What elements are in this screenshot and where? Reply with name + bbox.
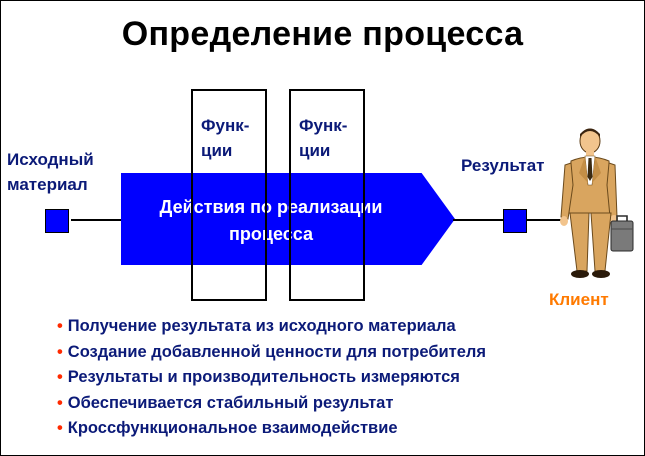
- input-connector-line: [71, 219, 121, 221]
- bullet-dot-icon: •: [57, 393, 63, 412]
- bullet-text: Получение результата из исходного матери…: [67, 317, 456, 335]
- function-label-1-line1: Функ-: [201, 116, 250, 135]
- result-label: Результат: [461, 156, 545, 175]
- list-item: •Обеспечивается стабильный результат: [57, 391, 486, 417]
- function-box-1: [191, 89, 267, 301]
- process-arrow-line2: процесса: [229, 224, 313, 244]
- list-item: •Создание добавленной ценности для потре…: [57, 340, 486, 366]
- input-material-label: Исходный материал: [7, 147, 94, 197]
- businessman-icon: [560, 128, 634, 278]
- list-item: •Кроссфункциональное взаимодействие: [57, 416, 486, 442]
- bullet-text: Создание добавленной ценности для потреб…: [67, 342, 487, 361]
- function-label-2-line2: ции: [299, 141, 331, 160]
- bullet-list: •Получение результата из исходного матер…: [57, 314, 486, 442]
- client-label: Клиент: [549, 290, 609, 309]
- function-label-2-line1: Функ-: [299, 116, 348, 135]
- input-square: [45, 209, 69, 233]
- bullet-dot-icon: •: [57, 342, 63, 361]
- function-box-2: [289, 89, 365, 301]
- function-label-2: Функ- ции: [299, 113, 347, 163]
- page-title: Определение процесса: [121, 15, 524, 53]
- briefcase-icon: [610, 215, 634, 252]
- input-material-line2: материал: [7, 175, 88, 194]
- bullet-dot-icon: •: [57, 419, 63, 437]
- bullet-dot-icon: •: [57, 317, 63, 335]
- list-item: •Получение результата из исходного матер…: [57, 314, 486, 340]
- bullet-text: Обеспечивается стабильный результат: [67, 393, 394, 412]
- output-square: [503, 209, 527, 233]
- function-label-1: Функ- ции: [201, 113, 249, 163]
- function-label-1-line2: ции: [201, 141, 233, 160]
- bullet-text: Результаты и производительность измеряют…: [67, 368, 460, 386]
- process-arrow-text: Действия по реализации процесса: [121, 194, 421, 248]
- bullet-dot-icon: •: [57, 368, 63, 386]
- process-arrow: [121, 173, 455, 265]
- input-material-line1: Исходный: [7, 150, 94, 169]
- process-arrow-line1: Действия по реализации: [159, 197, 383, 217]
- list-item: •Результаты и производительность измеряю…: [57, 365, 486, 391]
- bullet-text: Кроссфункциональное взаимодействие: [67, 419, 398, 437]
